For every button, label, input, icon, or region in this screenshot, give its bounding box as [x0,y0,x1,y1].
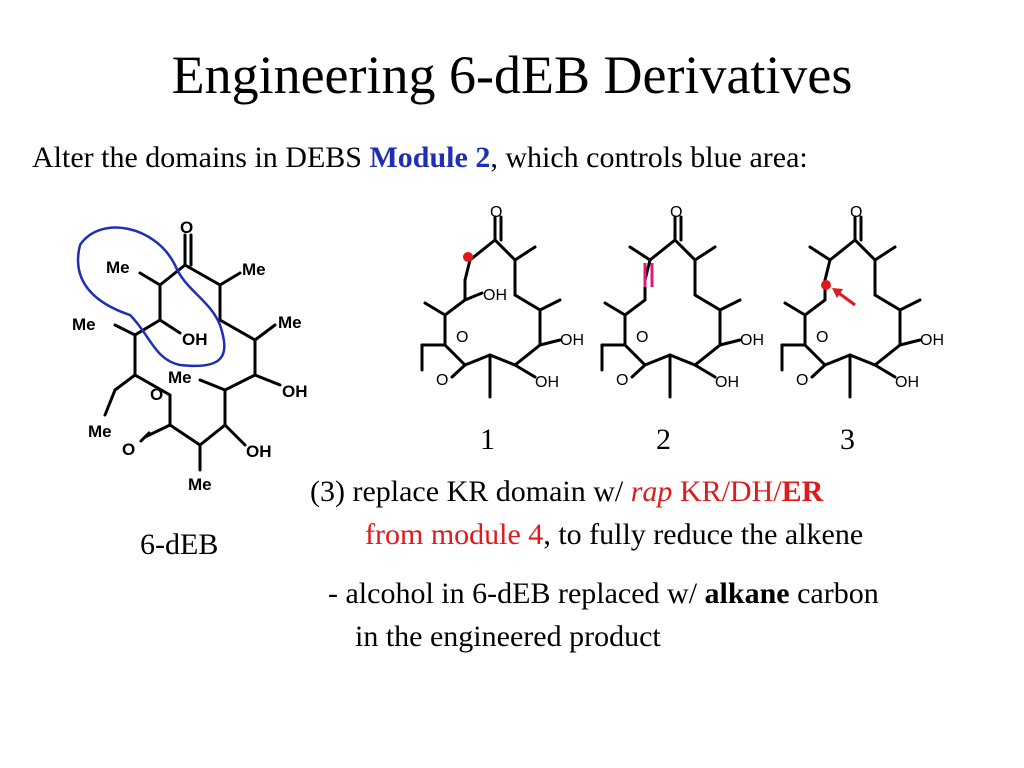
p1-oh-top: OH [483,287,507,304]
me-right-label: Me [278,313,302,332]
oh-lower-label: OH [246,442,272,461]
subtitle: Alter the domains in DEBS Module 2, whic… [32,140,808,176]
me-upper-left-label: Me [106,258,130,277]
p1-o-carbonyl: O [436,372,448,389]
p1-oh-right: OH [560,332,584,349]
product-3-structure: O OH OH O O [780,205,944,399]
p3-o-top: O [850,205,862,221]
p3-oh-bottom: OH [895,374,919,391]
p3-o-ring: O [816,329,828,346]
o-top-label: O [180,218,193,237]
slide-title: Engineering 6-dEB Derivatives [171,45,853,105]
p3-o-carbonyl: O [796,372,808,389]
oh-upper-label: OH [182,330,208,349]
p1-o-top: O [490,205,502,221]
module-highlight: Module 2 [369,141,491,174]
me-left-label: Me [72,315,96,334]
product-3-number: 3 [840,423,855,456]
6deb-structure: O Me Me OH Me Me Me OH O Me O OH Me [72,218,308,494]
product-1-structure: O OH OH OH O O [420,205,584,399]
rap-label: rap [630,475,673,508]
me-mid-label: Me [168,368,192,387]
note-line-3: - alcohol in 6-dEB replaced w/ alkane ca… [328,577,879,610]
p2-oh-bottom: OH [715,374,739,391]
me-lower-left-label: Me [88,422,112,441]
note-line-2: from module 4, to fully reduce the alken… [365,518,864,551]
product-2-structure: O OH OH O O [600,205,764,399]
er-label: ER [781,475,824,508]
o-ring-label: O [150,385,163,404]
p2-o-ring: O [636,329,648,346]
oh-right-label: OH [282,382,308,401]
p2-o-top: O [670,205,682,221]
p2-oh-right: OH [740,332,764,349]
p2-o-carbonyl: O [616,372,628,389]
product-1-number: 1 [480,423,495,456]
p3-oh-right: OH [920,332,944,349]
me-bottom-label: Me [188,475,212,494]
p1-o-ring: O [456,329,468,346]
me-upper-right-label: Me [242,260,266,279]
subtitle-prefix: Alter the domains in DEBS [32,141,370,174]
p1-oh-bottom: OH [535,374,559,391]
subtitle-suffix: , which controls blue area: [490,141,808,174]
o-carbonyl-label: O [122,440,135,459]
6deb-caption: 6-dEB [140,528,219,561]
note-line-1: (3) replace KR domain w/ rap KR/DH/ER [310,475,824,508]
product-2-number: 2 [656,423,671,456]
note-line-4: in the engineered product [355,620,661,653]
